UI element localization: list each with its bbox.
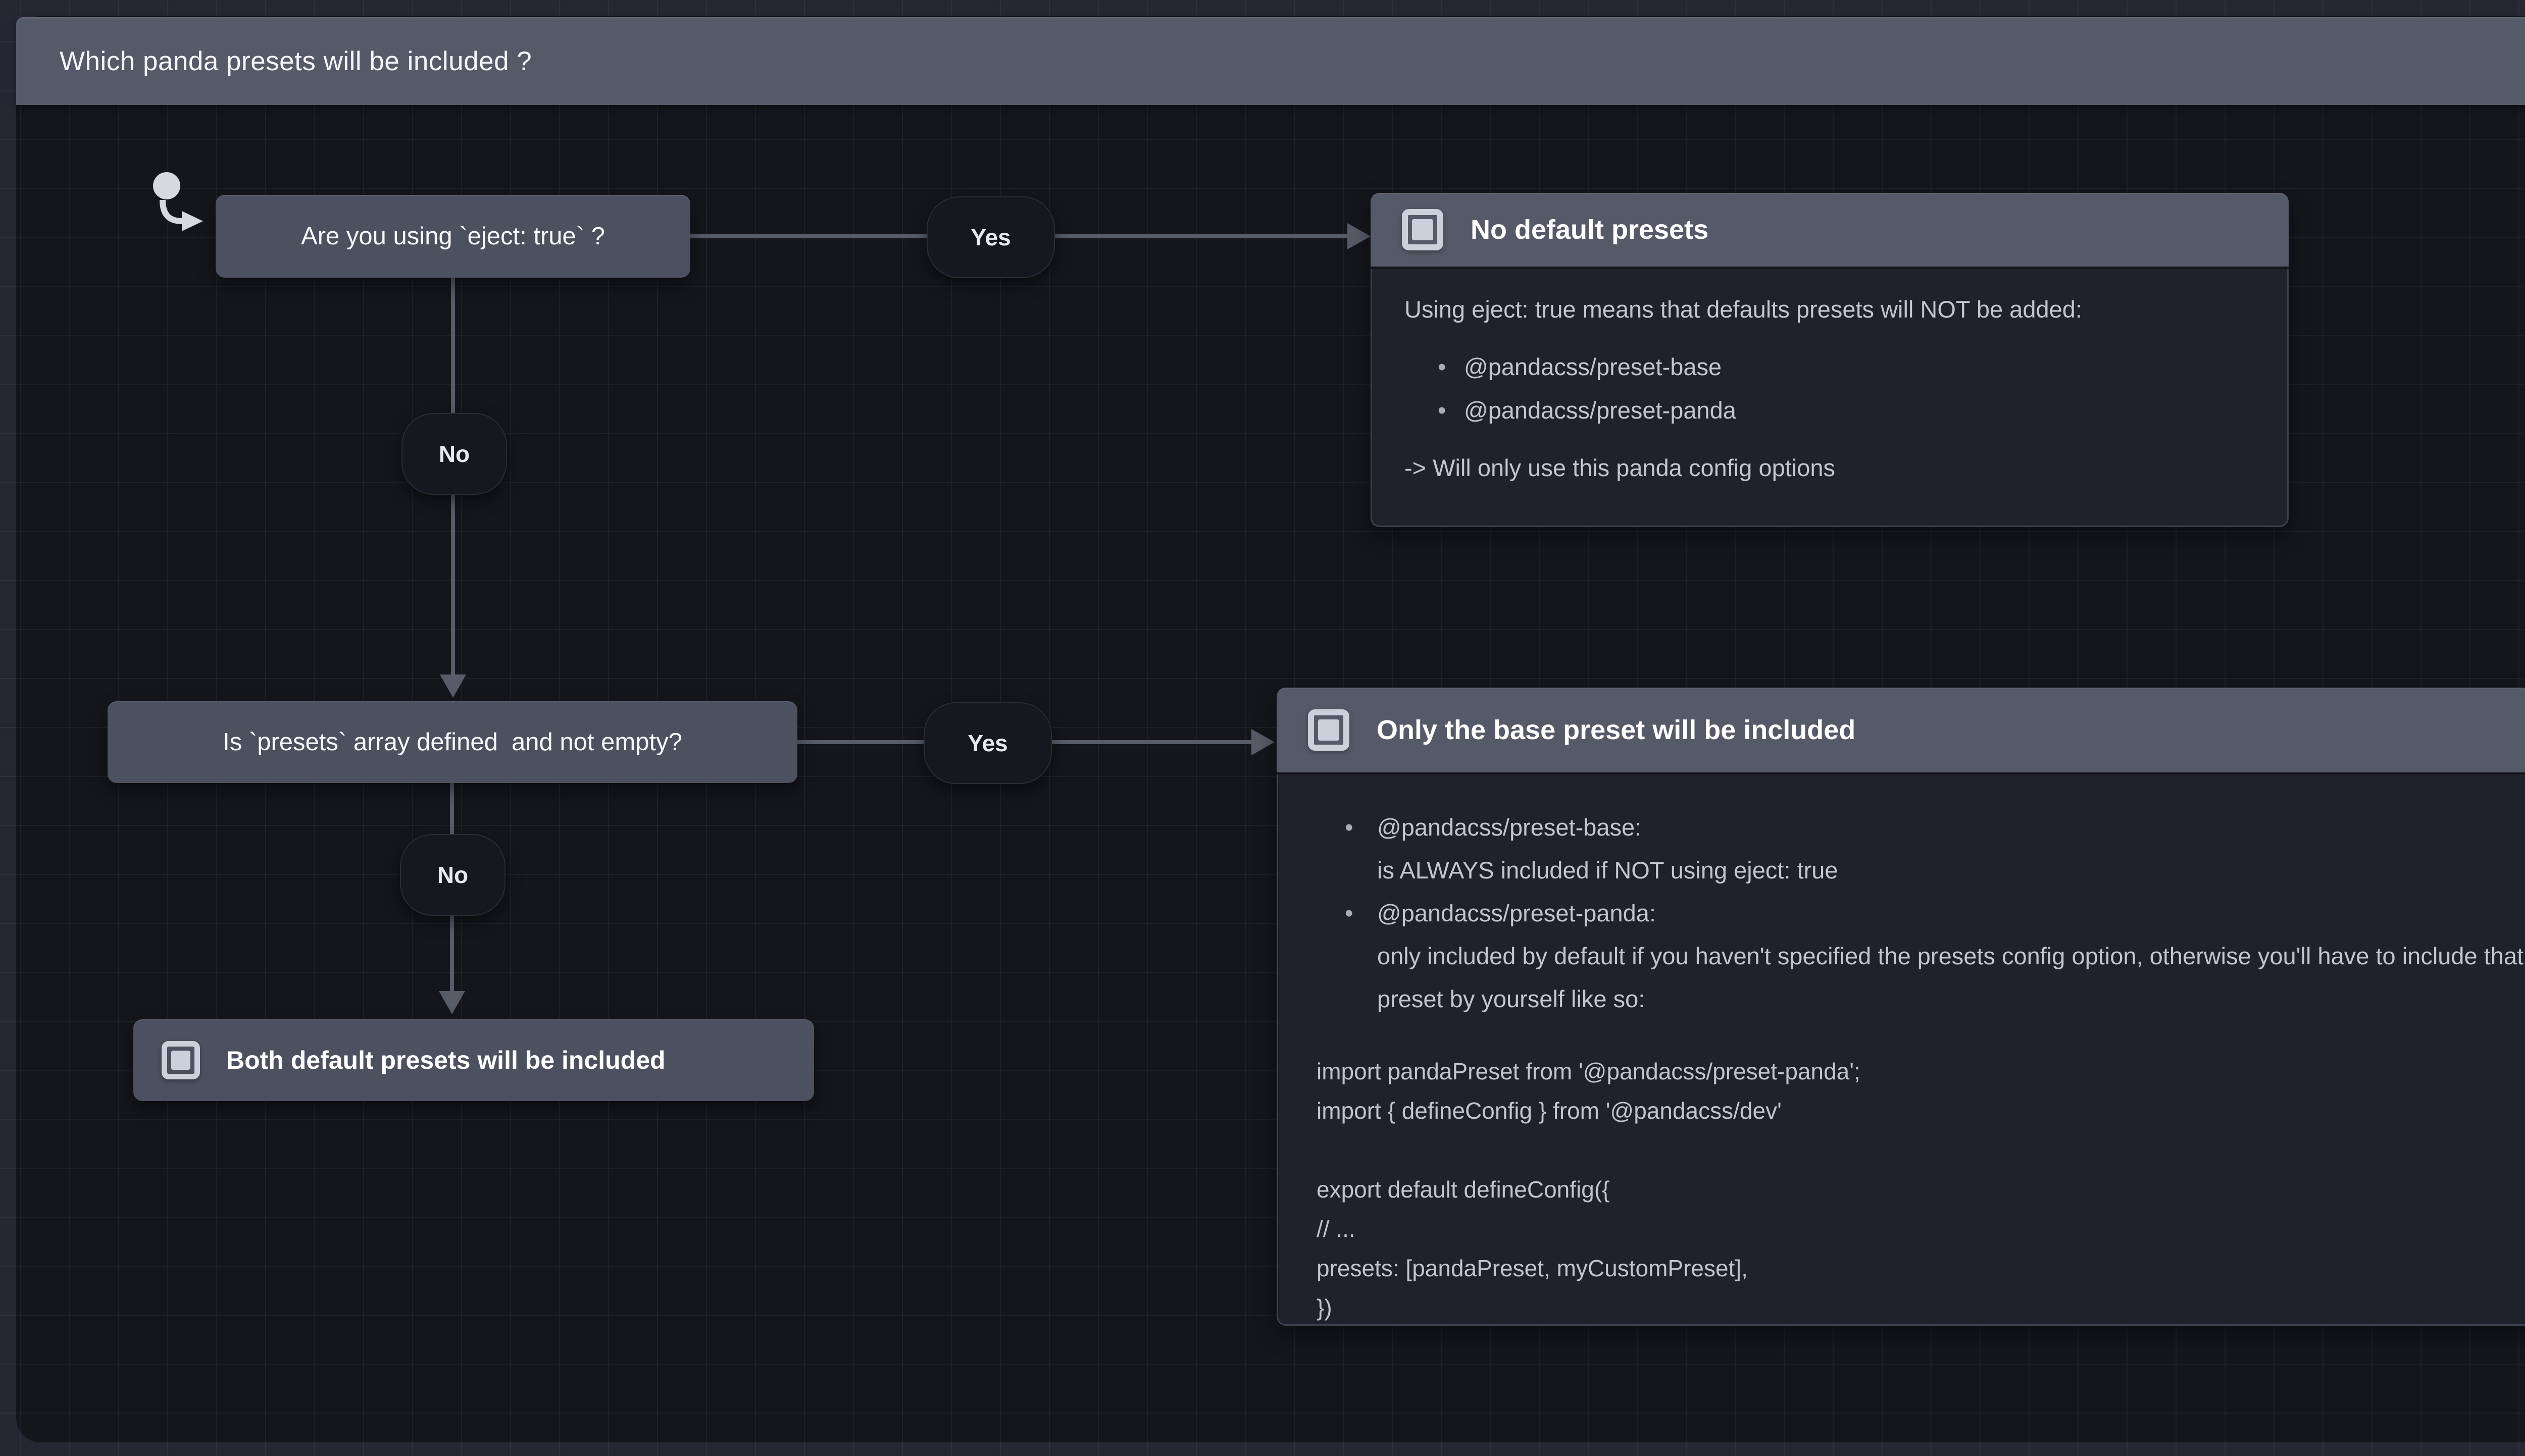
node-question-eject[interactable]: Are you using `eject: true` ?	[216, 195, 690, 278]
list-item: @pandacss/preset-base	[1404, 352, 2255, 382]
click-cursor-icon	[153, 172, 203, 231]
edge-q1-yes-arrowhead	[1347, 223, 1371, 249]
capsule-label: Yes	[968, 730, 1008, 756]
card-header: Only the base preset will be included	[1277, 688, 2525, 774]
code-line	[1317, 1130, 2525, 1170]
list-item: @pandacss/preset-panda: only included by…	[1317, 892, 2525, 1020]
node-label: Are you using `eject: true` ?	[301, 223, 605, 250]
node-label: Is `presets` array defined and not empty…	[223, 729, 682, 756]
card-outro-text: -> Will only use this panda config optio…	[1404, 454, 1835, 481]
card-header: No default presets	[1371, 193, 2289, 269]
square-in-square-icon	[1308, 709, 1349, 751]
capsule-label: No	[437, 862, 469, 888]
edge-label-no-2[interactable]: No	[400, 834, 506, 916]
code-line: })	[1317, 1294, 1332, 1321]
square-in-square-icon	[162, 1041, 200, 1079]
square-icon-fill	[171, 1051, 190, 1070]
list-item: @pandacss/preset-base: is ALWAYS include…	[1317, 806, 2525, 892]
code-line: export default defineConfig({	[1317, 1176, 1610, 1203]
code-line: presets: [pandaPreset, myCustomPreset],	[1317, 1255, 1748, 1281]
list-item: @pandacss/preset-panda	[1404, 396, 2255, 425]
capsule-label: Yes	[971, 224, 1011, 250]
preset-name: @pandacss/preset-panda:	[1377, 900, 1656, 926]
preset-desc: is ALWAYS included if NOT using eject: t…	[1377, 857, 1838, 883]
card-base-preset-only[interactable]: Only the base preset will be included @p…	[1277, 688, 2525, 1326]
edge-label-no-1[interactable]: No	[401, 413, 507, 495]
card-body: Using eject: true means that defaults pr…	[1371, 269, 2289, 527]
code-snippet: import pandaPreset from '@pandacss/prese…	[1317, 1052, 2525, 1327]
node-question-presets-array[interactable]: Is `presets` array defined and not empty…	[108, 701, 797, 783]
edge-q1-no-arrowhead	[440, 674, 466, 698]
node-result-both-presets[interactable]: Both default presets will be included	[133, 1019, 814, 1101]
square-in-square-icon	[1402, 209, 1443, 250]
edge-label-yes-1[interactable]: Yes	[927, 196, 1055, 278]
square-icon-fill	[1318, 719, 1339, 741]
preset-list: @pandacss/preset-base @pandacss/preset-p…	[1404, 352, 2255, 425]
card-body: @pandacss/preset-base: is ALWAYS include…	[1277, 774, 2525, 1326]
card-title: No default presets	[1471, 215, 1709, 245]
preset-detail-list: @pandacss/preset-base: is ALWAYS include…	[1317, 806, 2525, 1020]
page-header-bar: Which panda presets will be included ?	[16, 17, 2525, 105]
card-title: Only the base preset will be included	[1377, 715, 1856, 745]
edge-q2-yes-arrowhead	[1251, 729, 1275, 755]
code-line: import pandaPreset from '@pandacss/prese…	[1317, 1058, 1860, 1084]
page-title: Which panda presets will be included ?	[60, 46, 532, 76]
card-no-default-presets[interactable]: No default presets Using eject: true mea…	[1371, 193, 2289, 527]
edge-q2-no-arrowhead	[439, 991, 465, 1014]
code-line: import { defineConfig } from '@pandacss/…	[1317, 1098, 1782, 1124]
node-label: Both default presets will be included	[226, 1046, 666, 1074]
preset-desc: only included by default if you haven't …	[1377, 943, 2524, 1012]
square-icon-fill	[1412, 219, 1433, 240]
card-intro-text: Using eject: true means that defaults pr…	[1404, 296, 2082, 323]
preset-name: @pandacss/preset-base:	[1377, 814, 1642, 841]
code-line: // ...	[1317, 1216, 1355, 1242]
edge-label-yes-2[interactable]: Yes	[924, 702, 1052, 784]
capsule-label: No	[438, 441, 470, 467]
